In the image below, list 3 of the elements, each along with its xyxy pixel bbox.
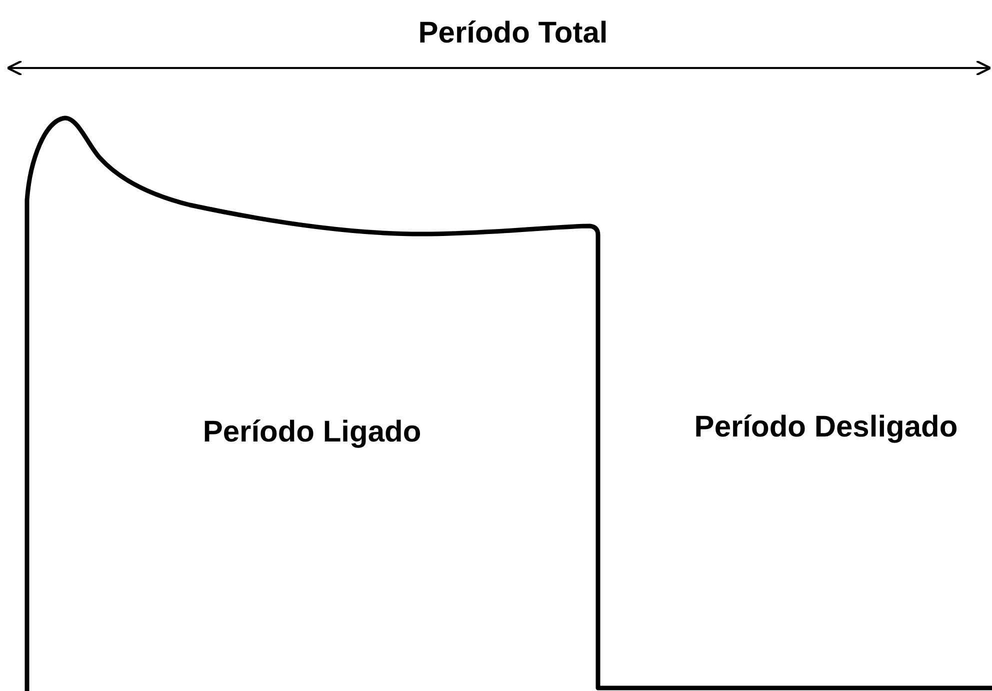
- period-label: Período Desligado: [694, 410, 958, 444]
- period-label: Período Ligado: [202, 416, 422, 448]
- dimension-label: Período Total: [418, 16, 608, 50]
